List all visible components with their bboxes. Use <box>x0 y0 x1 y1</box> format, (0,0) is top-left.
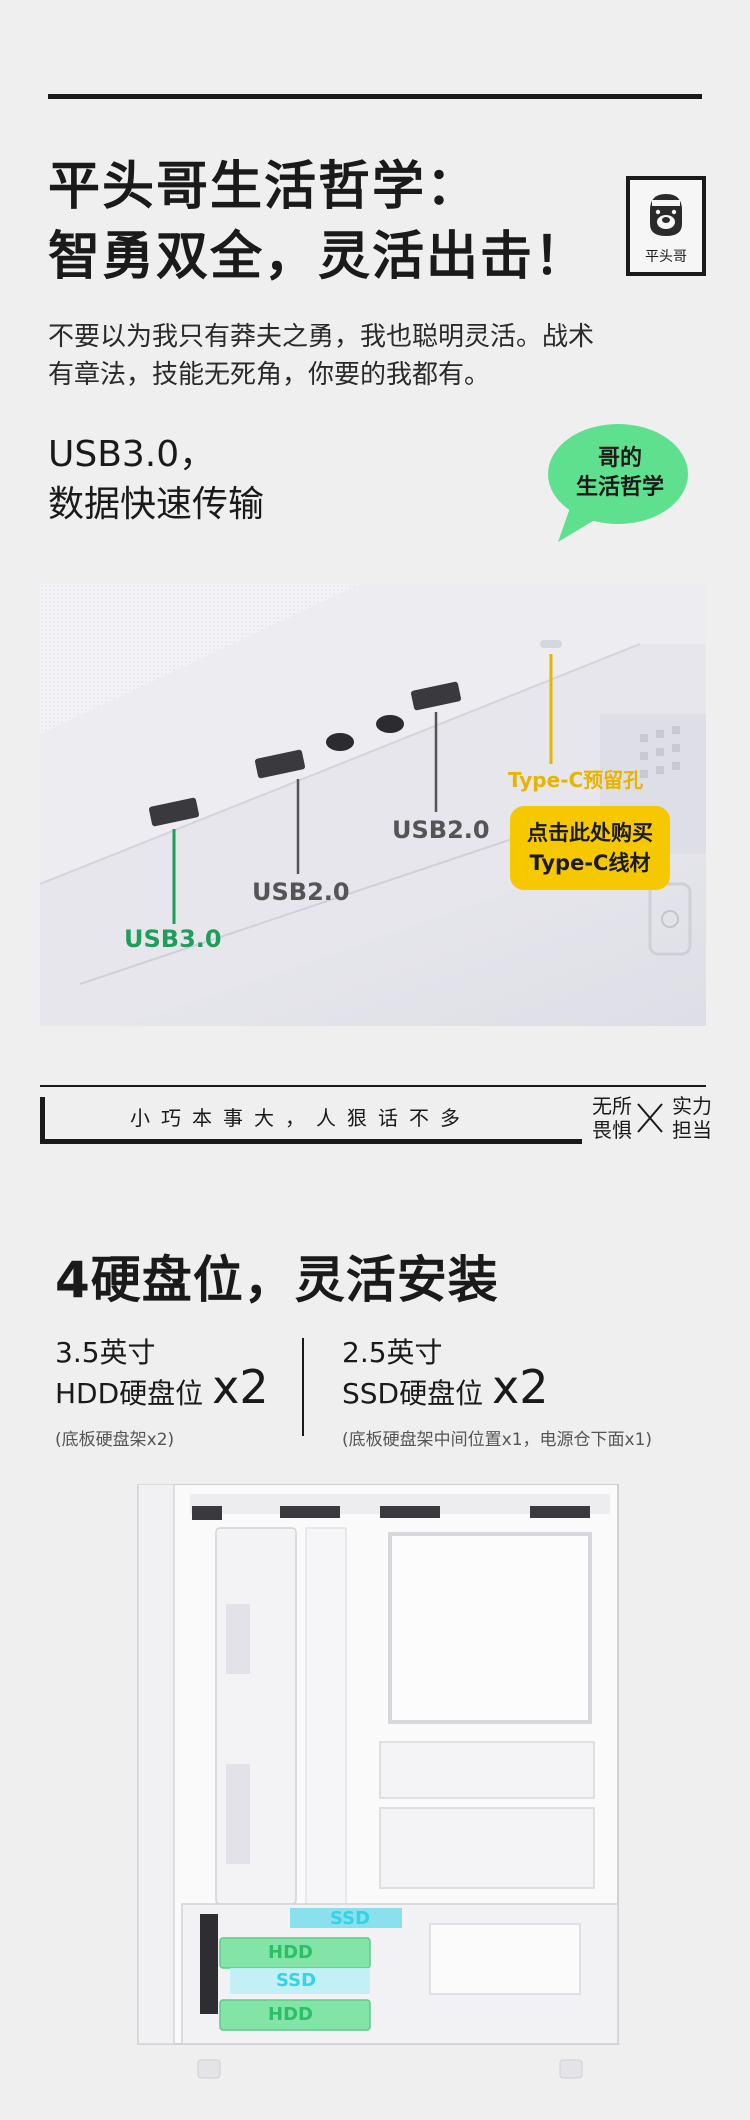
case-interior-photo: SSD HDD SSD HDD <box>130 1483 630 2104</box>
slogan-badge-right: 实力 担当 <box>664 1094 720 1142</box>
ssd-spec: 2.5英寸 SSD硬盘位 x2 (底板硬盘架中间位置x1，电源仓下面x1) <box>342 1336 722 1450</box>
buy-typec-cable-button[interactable]: 点击此处购买 Type-C线材 <box>510 806 670 890</box>
slogan-left-bar <box>40 1097 45 1141</box>
hdd-type-row: HDD硬盘位 x2 <box>55 1364 285 1411</box>
intro-line-2: 有章法，技能无死角，你要的我都有。 <box>48 360 491 390</box>
title-line-1: 平头哥生活哲学： <box>48 157 481 217</box>
brand-stamp: 平头哥 <box>626 176 706 276</box>
top-divider <box>48 94 702 99</box>
speech-bubble-icon <box>548 424 688 542</box>
bubble-line-1: 哥的 <box>597 446 642 471</box>
slogan-bottom-rule <box>40 1139 582 1144</box>
intro-text: 不要以为我只有莽夫之勇，我也聪明灵活。战术 有章法，技能无死角，你要的我都有。 <box>48 318 648 394</box>
disk-section-title: 4硬盘位，灵活安装 <box>55 1251 499 1309</box>
hdd-note: (底板硬盘架x2) <box>55 1430 175 1450</box>
case-interior-illustration <box>137 1483 619 2079</box>
bubble-line-2: 生活哲学 <box>575 475 664 500</box>
hdd-slot-lower-label: HDD <box>268 2004 313 2025</box>
hdd-slot-upper-label: HDD <box>268 1942 313 1963</box>
badge-right-line-2: 担当 <box>672 1118 712 1142</box>
usb-title-line-1: USB3.0， <box>48 434 216 475</box>
buy-button-line-2: Type-C线材 <box>529 851 651 875</box>
badger-face-icon <box>650 194 682 236</box>
cross-icon <box>637 1103 663 1133</box>
hdd-spec: 3.5英寸 HDD硬盘位 x2 (底板硬盘架x2) <box>55 1336 285 1450</box>
ssd-note: (底板硬盘架中间位置x1，电源仓下面x1) <box>342 1430 653 1450</box>
usb3-port-label: USB3.0 <box>124 925 222 953</box>
slogan-text: 小巧本事大，人狠话不多 <box>130 1106 471 1130</box>
speech-bubble-text: 哥的 生活哲学 <box>560 444 680 502</box>
badge-right-line-1: 实力 <box>672 1094 712 1118</box>
spec-divider <box>302 1338 304 1436</box>
slogan-badge-left: 无所 畏惧 <box>584 1094 640 1142</box>
ssd-count: x2 <box>492 1360 549 1414</box>
hdd-size: 3.5英寸 <box>55 1336 156 1369</box>
buy-button-line-1: 点击此处购买 <box>527 821 653 845</box>
ssd-type-row: SSD硬盘位 x2 <box>342 1364 722 1411</box>
ssd-slot-mid-label: SSD <box>276 1970 317 1991</box>
typec-port-label: Type-C预留孔 <box>508 768 644 792</box>
slogan-top-rule <box>40 1085 706 1087</box>
hdd-type: HDD硬盘位 <box>55 1377 204 1410</box>
badge-left-line-2: 畏惧 <box>592 1118 632 1142</box>
usb-section-title: USB3.0， 数据快速传输 <box>48 430 468 530</box>
usb2-port-label-right: USB2.0 <box>392 816 490 844</box>
ssd-size: 2.5英寸 <box>342 1336 443 1369</box>
hdd-count: x2 <box>212 1360 269 1414</box>
io-panel-photo <box>40 584 706 1026</box>
badge-left-line-1: 无所 <box>592 1094 632 1118</box>
usb2-port-label-left: USB2.0 <box>252 878 350 906</box>
page-title: 平头哥生活哲学： 智勇双全，灵活出击！ <box>48 152 608 292</box>
io-panel-illustration <box>40 584 706 1026</box>
ssd-slot-top-label: SSD <box>330 1908 371 1929</box>
intro-line-1: 不要以为我只有莽夫之勇，我也聪明灵活。战术 <box>48 322 595 352</box>
title-line-2: 智勇双全，灵活出击！ <box>48 227 589 287</box>
ssd-type: SSD硬盘位 <box>342 1377 484 1410</box>
stamp-label: 平头哥 <box>645 249 687 265</box>
usb-title-line-2: 数据快速传输 <box>48 484 265 525</box>
